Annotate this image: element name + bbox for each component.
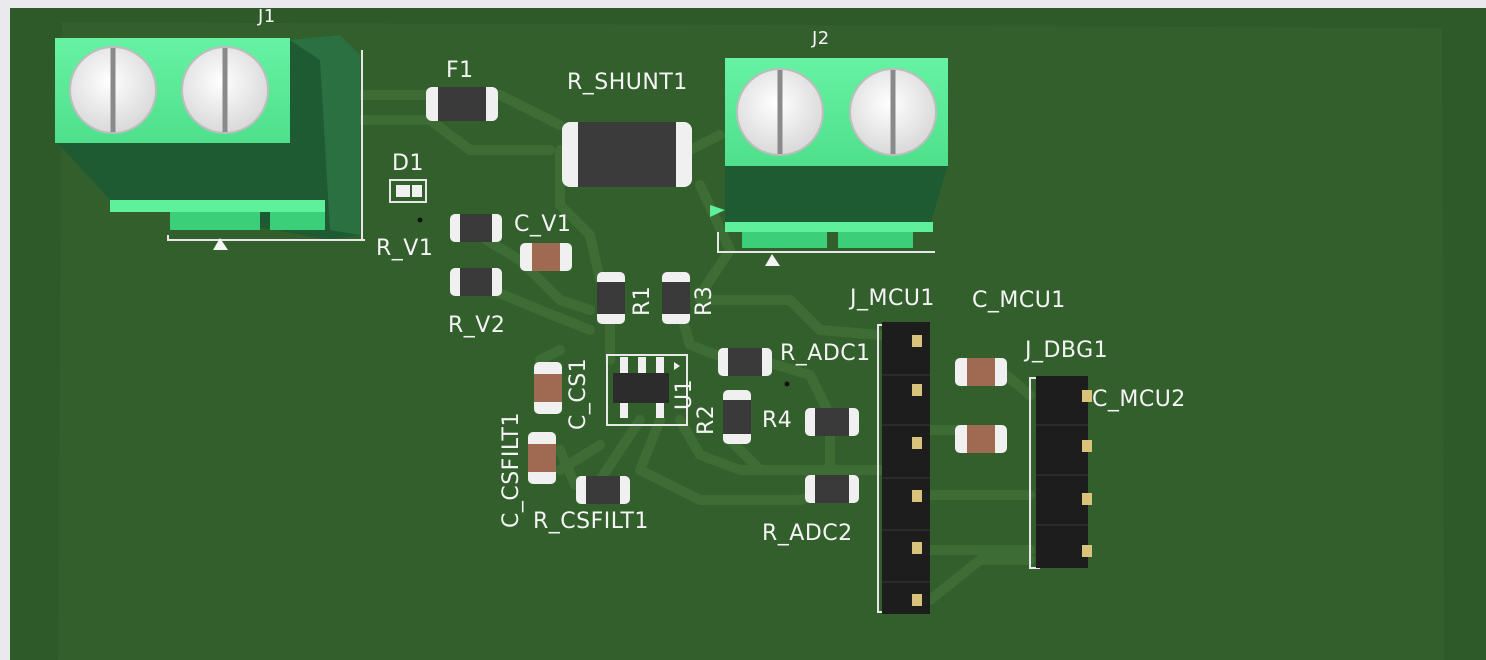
diode-d1 <box>389 179 427 203</box>
resistor-r4 <box>805 408 859 436</box>
pcb-ground-pour <box>58 22 1444 660</box>
resistor-r3 <box>662 272 690 324</box>
pin-header-j-mcu1 <box>877 322 930 614</box>
label-r-csfilt1: R_CSFILT1 <box>533 509 649 534</box>
terminal-block-j2 <box>710 58 948 266</box>
via <box>417 217 423 223</box>
label-r2: R2 <box>694 404 719 435</box>
shunt-resistor-r-shunt1 <box>562 122 692 187</box>
label-u1: U1 <box>672 378 697 410</box>
label-r-v2: R_V2 <box>448 313 506 338</box>
resistor-r1 <box>597 272 625 324</box>
pin-header-j-dbg1 <box>1029 376 1092 569</box>
via <box>784 381 790 387</box>
capacitor-c-cs1 <box>534 362 562 414</box>
label-r4: R4 <box>762 408 793 433</box>
label-c-v1: C_V1 <box>514 212 572 237</box>
label-f1: F1 <box>446 58 474 83</box>
label-r1: R1 <box>630 285 655 316</box>
label-r-adc1: R_ADC1 <box>780 341 871 366</box>
capacitor-c-csfilt1 <box>528 432 556 484</box>
label-j2: J2 <box>812 28 830 49</box>
label-c-mcu1: C_MCU1 <box>972 288 1066 313</box>
resistor-r-v2 <box>450 268 502 296</box>
capacitor-c-mcu2 <box>955 425 1007 453</box>
label-r3: R3 <box>692 285 717 316</box>
ic-u1 <box>606 354 688 426</box>
label-j-mcu1: J_MCU1 <box>850 286 935 311</box>
capacitor-c-mcu1 <box>955 358 1007 386</box>
resistor-r-v1 <box>450 214 502 242</box>
resistor-r2 <box>723 390 751 444</box>
resistor-r-adc1 <box>718 348 772 376</box>
label-j1: J1 <box>258 6 276 27</box>
terminal-block-j1 <box>55 35 365 250</box>
resistor-r-csfilt1 <box>576 476 630 504</box>
label-j-dbg1: J_DBG1 <box>1025 338 1109 363</box>
label-c-cs1: C_CS1 <box>566 357 591 430</box>
capacitor-c-v1 <box>520 243 572 271</box>
label-r-shunt1: R_SHUNT1 <box>567 70 688 95</box>
label-d1: D1 <box>392 151 424 176</box>
label-r-adc2: R_ADC2 <box>762 521 853 546</box>
label-c-mcu2: C_MCU2 <box>1092 387 1186 412</box>
resistor-r-adc2 <box>805 475 859 503</box>
label-r-v1: R_V1 <box>376 236 434 261</box>
fuse-f1 <box>426 87 498 121</box>
label-c-csfilt1: C_CSFILT1 <box>499 412 524 528</box>
